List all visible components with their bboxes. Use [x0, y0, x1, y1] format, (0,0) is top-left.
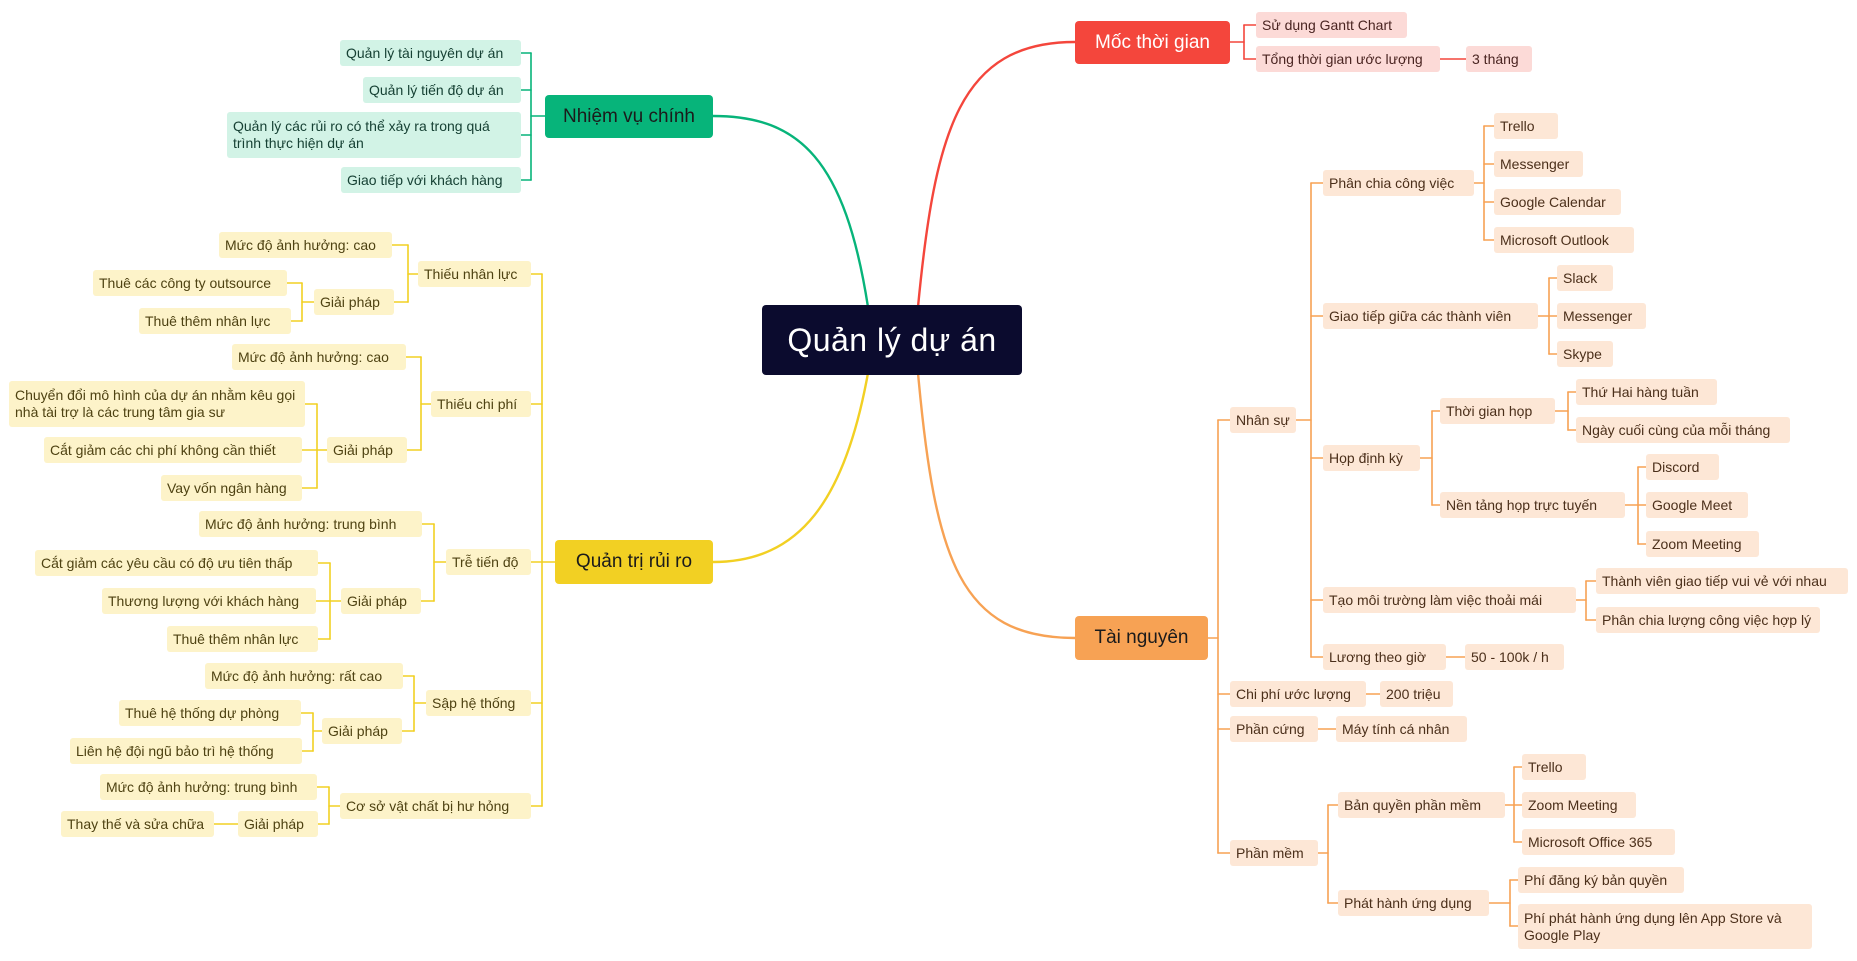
- tool-slack[interactable]: Slack: [1557, 265, 1613, 291]
- res-giao-tiep[interactable]: Giao tiếp giữa các thành viên: [1323, 303, 1538, 329]
- risk-thieu-nhan-luc-muc-do[interactable]: Mức độ ảnh hưởng: cao: [219, 232, 392, 258]
- tool-messenger[interactable]: Messenger: [1494, 151, 1583, 177]
- node-gantt-chart[interactable]: Sử dụng Gantt Chart: [1256, 12, 1407, 38]
- solution-cat-giam-yeu-cau[interactable]: Cắt giảm các yêu cầu có độ ưu tiên thấp: [35, 550, 318, 576]
- solution-thuong-luong[interactable]: Thương lượng với khách hàng: [102, 588, 316, 614]
- node-3-thang[interactable]: 3 tháng: [1466, 46, 1532, 72]
- item-giao-tiep-vui-ve[interactable]: Thành viên giao tiếp vui vẻ với nhau: [1596, 568, 1848, 594]
- risk-thieu-chi-phi-muc-do[interactable]: Mức độ ảnh hưởng: cao: [232, 344, 406, 370]
- tool-trello[interactable]: Trello: [1494, 113, 1558, 139]
- item-ngay-cuoi-thang[interactable]: Ngày cuối cùng của mỗi tháng: [1576, 417, 1790, 443]
- res-nen-tang-hop[interactable]: Nền tảng họp trực tuyến: [1440, 492, 1625, 518]
- node-nhiem-vu-2[interactable]: Quản lý tiến độ dự án: [363, 77, 521, 103]
- risk-co-so-vat-chat[interactable]: Cơ sở vật chất bị hư hỏng: [340, 793, 531, 819]
- item-thu-hai[interactable]: Thứ Hai hàng tuần: [1576, 379, 1717, 405]
- moc-thoi-gian-connectors: [1229, 24, 1467, 60]
- risk-sap-he-thong-muc-do[interactable]: Mức độ ảnh hưởng: rất cao: [205, 663, 403, 689]
- tool-google-calendar[interactable]: Google Calendar: [1494, 189, 1621, 215]
- node-nhiem-vu-1[interactable]: Quản lý tài nguyên dự án: [340, 40, 521, 66]
- res-hop-dinh-ky[interactable]: Họp định kỳ: [1323, 445, 1420, 471]
- connector-root-nhiem-vu-chinh: [712, 114, 870, 308]
- tool-discord[interactable]: Discord: [1646, 454, 1719, 480]
- solution-outsource[interactable]: Thuê các công ty outsource: [93, 270, 287, 296]
- tool-google-meet[interactable]: Google Meet: [1646, 492, 1748, 518]
- value-may-tinh[interactable]: Máy tính cá nhân: [1336, 716, 1467, 742]
- branch-quan-tri-rui-ro[interactable]: Quản trị rủi ro: [555, 540, 713, 584]
- root-topic[interactable]: Quản lý dự án: [762, 305, 1022, 375]
- res-phan-chia-cong-viec[interactable]: Phân chia công việc: [1323, 170, 1474, 196]
- risk-tre-tien-do-giai-phap[interactable]: Giải pháp: [341, 588, 421, 614]
- solution-thay-the-sua-chua[interactable]: Thay thế và sửa chữa: [61, 811, 214, 837]
- tool-zoom-meeting[interactable]: Zoom Meeting: [1646, 531, 1759, 557]
- solution-cat-giam-chi-phi[interactable]: Cắt giảm các chi phí không cần thiết: [44, 437, 302, 463]
- nhiem-vu-chinh-connectors: [520, 52, 546, 181]
- risk-sap-he-thong[interactable]: Sập hệ thống: [426, 690, 531, 716]
- value-luong[interactable]: 50 - 100k / h: [1465, 644, 1564, 670]
- solution-bao-tri[interactable]: Liên hệ đội ngũ bảo trì hệ thống: [70, 738, 302, 764]
- value-chi-phi[interactable]: 200 triệu: [1380, 681, 1453, 707]
- risk-thieu-nhan-luc[interactable]: Thiếu nhân lực: [418, 261, 531, 287]
- res-phan-cung[interactable]: Phần cứng: [1230, 716, 1318, 742]
- item-phan-chia-hop-ly[interactable]: Phân chia lượng công việc hợp lý: [1596, 607, 1820, 633]
- tool-skype[interactable]: Skype: [1557, 341, 1613, 367]
- risk-thieu-nhan-luc-giai-phap[interactable]: Giải pháp: [314, 289, 394, 315]
- risk-thieu-chi-phi[interactable]: Thiếu chi phí: [431, 391, 531, 417]
- res-phan-mem[interactable]: Phần mềm: [1230, 840, 1318, 866]
- risk-co-so-vat-chat-muc-do[interactable]: Mức độ ảnh hưởng: trung bình: [100, 774, 317, 800]
- res-phat-hanh[interactable]: Phát hành ứng dụng: [1338, 890, 1489, 916]
- tool-microsoft-outlook[interactable]: Microsoft Outlook: [1494, 227, 1634, 253]
- node-nhiem-vu-4[interactable]: Giao tiếp với khách hàng: [341, 167, 521, 193]
- solution-vay-von[interactable]: Vay vốn ngân hàng: [161, 475, 302, 501]
- risk-tre-tien-do-muc-do[interactable]: Mức độ ảnh hưởng: trung bình: [199, 511, 422, 537]
- res-thoi-gian-hop[interactable]: Thời gian họp: [1440, 398, 1555, 424]
- branch-tai-nguyen[interactable]: Tài nguyên: [1075, 616, 1208, 660]
- solution-chuyen-doi-mo-hinh[interactable]: Chuyển đổi mô hình của dự án nhằm kêu gọ…: [9, 381, 305, 427]
- res-ban-quyen[interactable]: Bản quyền phần mềm: [1338, 792, 1505, 818]
- risk-thieu-chi-phi-giai-phap[interactable]: Giải pháp: [327, 437, 407, 463]
- res-nhan-su[interactable]: Nhân sự: [1230, 407, 1296, 433]
- risk-tre-tien-do[interactable]: Trễ tiến độ: [446, 549, 531, 575]
- tai-nguyen-connectors: [1207, 125, 1647, 927]
- branch-nhiem-vu-chinh[interactable]: Nhiệm vụ chính: [545, 95, 713, 138]
- branch-moc-thoi-gian[interactable]: Mốc thời gian: [1075, 21, 1230, 64]
- connector-root-moc-thoi-gian: [916, 40, 1076, 308]
- tool-messenger-2[interactable]: Messenger: [1557, 303, 1646, 329]
- solution-thue-nhan-luc[interactable]: Thuê thêm nhân lực: [139, 308, 291, 334]
- solution-he-thong-du-phong[interactable]: Thuê hệ thống dự phòng: [119, 700, 301, 726]
- fee-dang-ky[interactable]: Phí đăng ký bản quyền: [1518, 867, 1684, 893]
- connector-root-quan-tri-rui-ro: [712, 372, 870, 564]
- res-chi-phi-uoc-luong[interactable]: Chi phí ước lượng: [1230, 681, 1366, 707]
- res-moi-truong[interactable]: Tạo môi trường làm việc thoải mái: [1323, 587, 1576, 613]
- res-luong-theo-gio[interactable]: Lương theo giờ: [1323, 644, 1446, 670]
- license-trello[interactable]: Trello: [1522, 754, 1586, 780]
- node-tong-thoi-gian[interactable]: Tổng thời gian ước lượng: [1256, 46, 1440, 72]
- fee-app-store[interactable]: Phí phát hành ứng dụng lên App Store và …: [1518, 904, 1812, 949]
- risk-sap-he-thong-giai-phap[interactable]: Giải pháp: [322, 718, 402, 744]
- quan-tri-rui-ro-connectors: [213, 244, 556, 825]
- connector-root-tai-nguyen: [916, 372, 1076, 640]
- risk-co-so-vat-chat-giai-phap[interactable]: Giải pháp: [238, 811, 318, 837]
- node-nhiem-vu-3[interactable]: Quản lý các rủi ro có thể xảy ra trong q…: [227, 112, 521, 158]
- license-zoom[interactable]: Zoom Meeting: [1522, 792, 1636, 818]
- solution-thue-nhan-luc-2[interactable]: Thuê thêm nhân lực: [167, 626, 318, 652]
- license-office[interactable]: Microsoft Office 365: [1522, 829, 1675, 855]
